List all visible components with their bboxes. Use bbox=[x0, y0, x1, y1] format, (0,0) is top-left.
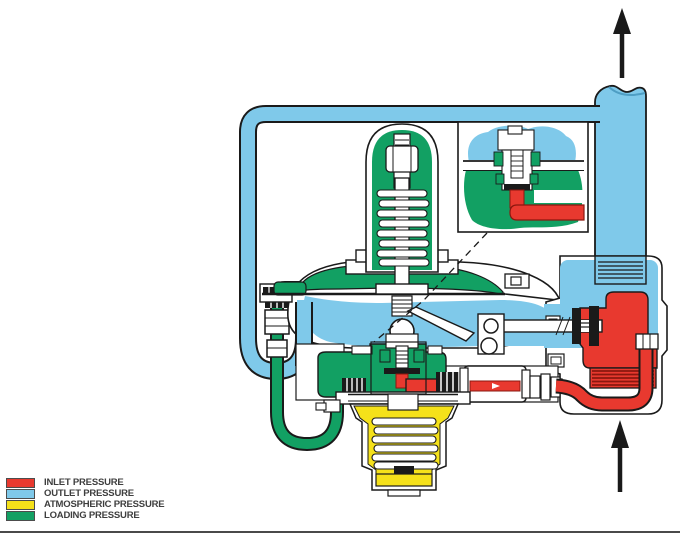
loading-color-swatch bbox=[6, 510, 35, 521]
legend-label: INLET PRESSURE bbox=[44, 476, 124, 488]
pilot-mechanism bbox=[379, 333, 425, 389]
bottom-divider bbox=[0, 531, 680, 533]
filter-cartridge bbox=[459, 365, 531, 403]
outlet-color-swatch bbox=[6, 488, 35, 499]
hex-fittings bbox=[529, 373, 561, 401]
atmospheric-spring-chamber bbox=[315, 391, 471, 497]
adjusting-screw bbox=[385, 133, 419, 189]
inlet-color-swatch bbox=[6, 477, 35, 488]
valve-seat bbox=[572, 306, 599, 346]
lever-linkage bbox=[406, 306, 603, 355]
inset-source-rectangle bbox=[370, 341, 427, 395]
pilot-spring bbox=[376, 189, 430, 267]
legend-label: LOADING PRESSURE bbox=[44, 509, 140, 521]
legend-label: OUTLET PRESSURE bbox=[44, 487, 134, 499]
pilot-spring-tower bbox=[345, 123, 459, 287]
inlet-flow-arrow bbox=[611, 420, 629, 492]
outlet-pipe bbox=[594, 84, 647, 271]
atmospheric-color-swatch bbox=[6, 499, 35, 510]
legend-item-loading: LOADING PRESSURE bbox=[6, 509, 164, 521]
inset-leader-line bbox=[373, 232, 488, 343]
tube-hex-fitting bbox=[264, 309, 290, 335]
inset-mechanism bbox=[493, 125, 585, 221]
main-spring bbox=[371, 417, 439, 470]
legend-item-outlet: OUTLET PRESSURE bbox=[6, 487, 164, 499]
legend-item-inlet: INLET PRESSURE bbox=[6, 476, 164, 488]
pilot-detail-inset bbox=[457, 121, 589, 233]
inlet-tube bbox=[555, 333, 659, 412]
legend-label: ATMOSPHERIC PRESSURE bbox=[44, 498, 165, 510]
outlet-flow-arrow bbox=[613, 8, 631, 78]
legend-item-atmospheric: ATMOSPHERIC PRESSURE bbox=[6, 498, 165, 510]
pipe-threads bbox=[598, 261, 643, 279]
legend: INLET PRESSURE OUTLET PRESSURE ATMOSPHER… bbox=[6, 476, 165, 521]
